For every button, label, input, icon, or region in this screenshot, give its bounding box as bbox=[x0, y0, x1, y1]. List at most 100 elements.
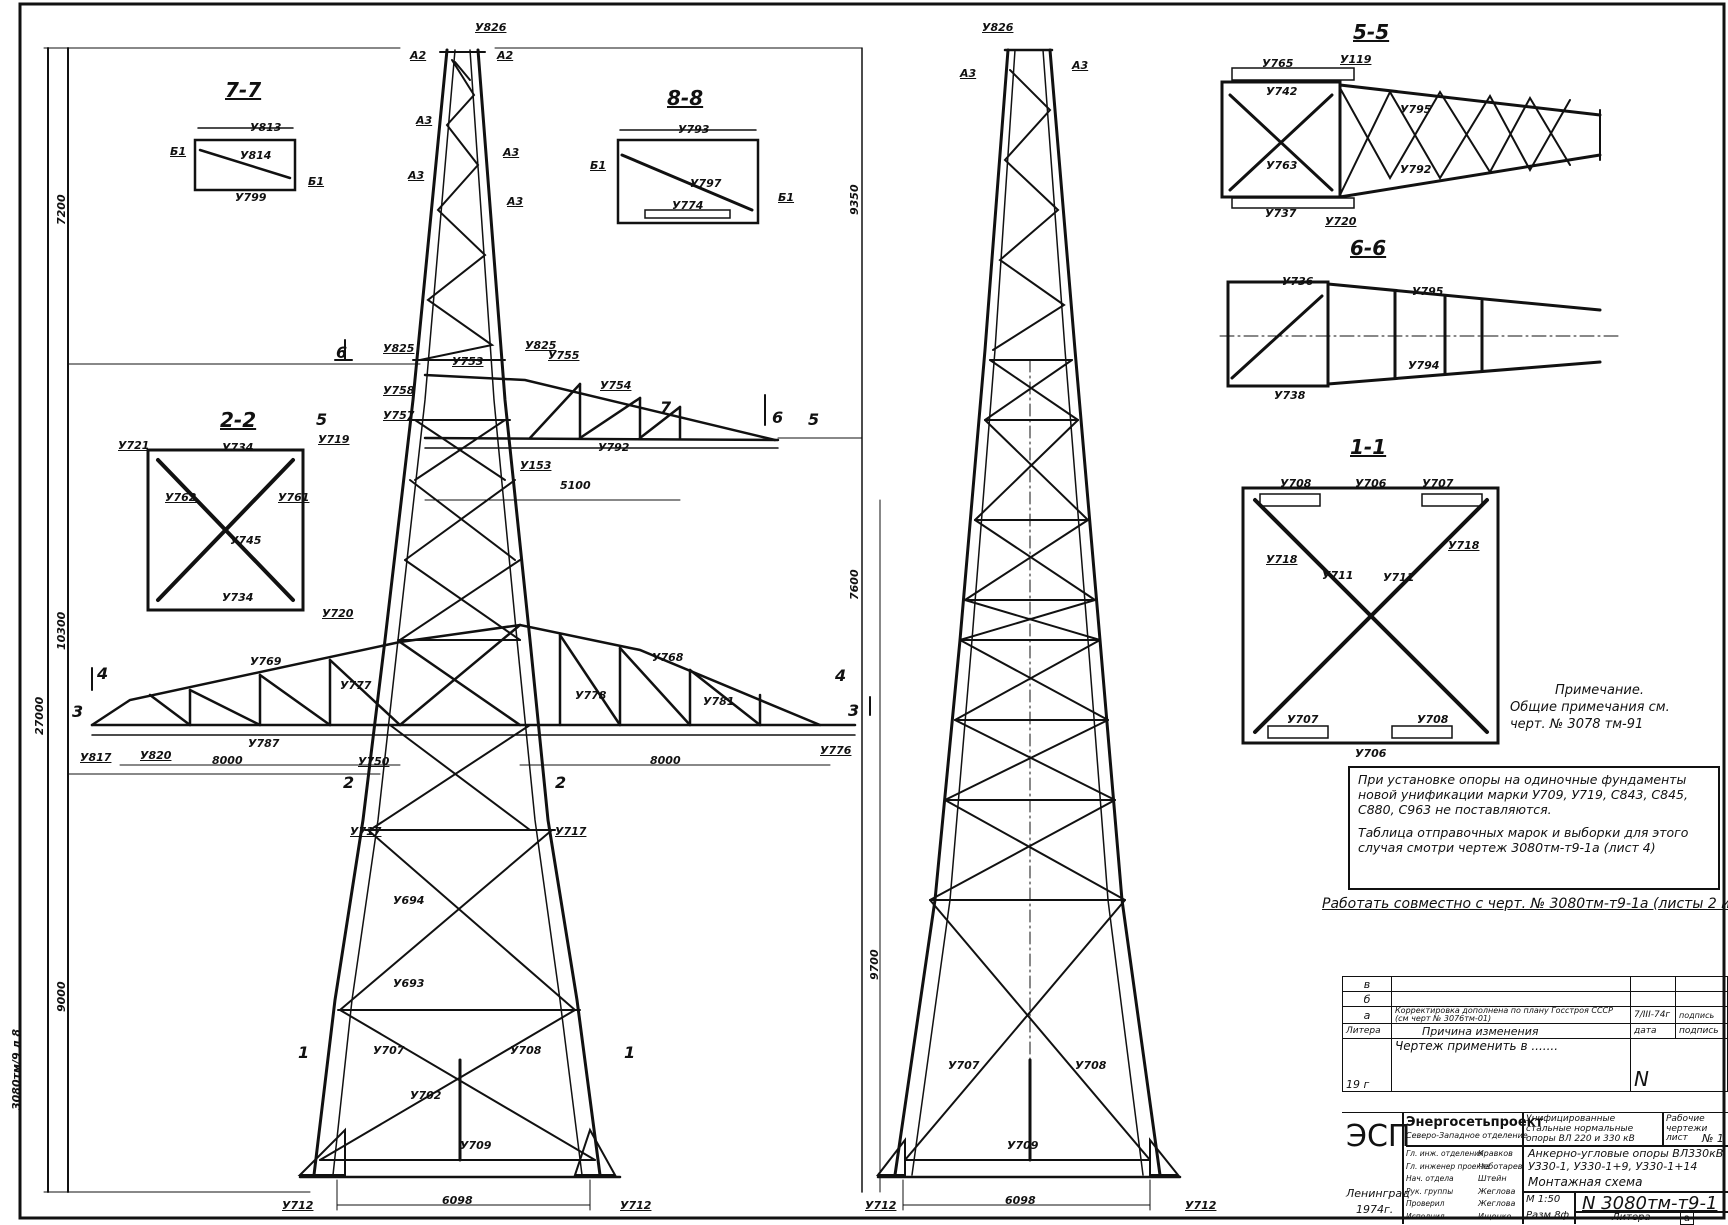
role: Рук. группы bbox=[1406, 1186, 1454, 1196]
rev-letter: б bbox=[1342, 991, 1392, 1007]
rev-date: 7/III-74г bbox=[1630, 1006, 1676, 1024]
name: Чеботарев bbox=[1478, 1161, 1523, 1171]
document-type: Рабочие чертежи bbox=[1666, 1114, 1708, 1134]
side-sheet-code: 3080тм/9 л 8 bbox=[10, 1028, 23, 1110]
cut-mark-7: 7 bbox=[660, 398, 672, 417]
part-label: У734 bbox=[222, 591, 254, 604]
part-label: У799 bbox=[235, 191, 267, 204]
title-block: в б а Корректировка дополнена по плану Г… bbox=[1342, 976, 1728, 1225]
part-label: Б1 bbox=[170, 145, 187, 158]
leg-part: У708 bbox=[1075, 1059, 1107, 1072]
cut-mark-4: 4 bbox=[97, 664, 109, 683]
leg-part: У712 bbox=[620, 1199, 652, 1212]
dim-right-bottom: 9700 bbox=[868, 949, 881, 980]
leg-part: У712 bbox=[282, 1199, 314, 1212]
rev-reason bbox=[1391, 991, 1631, 1007]
dim-right-mid: 7600 bbox=[848, 569, 861, 600]
note-line: черт. № 3078 тм-91 bbox=[1510, 717, 1644, 732]
revision-row: в bbox=[1342, 976, 1728, 992]
leg-part: У707 bbox=[948, 1059, 980, 1072]
leg-part: У717 bbox=[350, 825, 382, 838]
drawing-subtitle: Монтажная схема bbox=[1528, 1175, 1643, 1189]
lower-arm-part: У750 bbox=[358, 755, 390, 768]
part-label: У765 bbox=[1262, 57, 1294, 70]
section-title-8-8: 8-8 bbox=[667, 86, 704, 110]
part-label: У706 bbox=[1355, 477, 1387, 490]
leg-part: У712 bbox=[865, 1199, 897, 1212]
cut-mark-4-right: 4 bbox=[835, 666, 847, 685]
cut-mark-2-right: 2 bbox=[555, 773, 567, 792]
title-main: ЭСП Ленинград 1974г. Энергосетьпроект Се… bbox=[1342, 1112, 1728, 1225]
top-cap-label: У826 bbox=[475, 21, 507, 34]
name: Ищенко bbox=[1478, 1211, 1512, 1221]
a-mark: А3 bbox=[416, 114, 433, 127]
arm-part: У754 bbox=[600, 379, 632, 392]
part-label: Б1 bbox=[778, 191, 795, 204]
lower-arm-part: У777 bbox=[340, 679, 372, 692]
dim-total-height: 27000 bbox=[33, 696, 46, 735]
part-label: У708 bbox=[1417, 713, 1449, 726]
year-field: 19 г bbox=[1342, 1038, 1392, 1092]
installation-note-text: При установке опоры на одиночные фундаме… bbox=[1358, 772, 1688, 817]
cut-mark-2: 2 bbox=[343, 773, 355, 792]
part-label: У707 bbox=[1287, 713, 1319, 726]
leg-part: У717 bbox=[555, 825, 587, 838]
a-mark: А2 bbox=[497, 49, 514, 62]
part-label: У738 bbox=[1274, 389, 1306, 402]
city: Ленинград bbox=[1346, 1187, 1410, 1200]
rev-reason bbox=[1391, 976, 1631, 992]
section-title-1-1: 1-1 bbox=[1350, 435, 1387, 459]
cut-mark-3-right: 3 bbox=[848, 701, 860, 720]
part-label: У708 bbox=[1280, 477, 1312, 490]
dim-base-right: 6098 bbox=[1005, 1194, 1036, 1207]
lower-arm-part: У768 bbox=[652, 651, 684, 664]
part-label: У795 bbox=[1400, 103, 1432, 116]
rev-header-sign: подпись bbox=[1675, 1023, 1728, 1039]
part-label: У795 bbox=[1412, 285, 1444, 298]
part-label: У719 bbox=[318, 433, 350, 446]
litera-value: а bbox=[1680, 1212, 1694, 1225]
organization-sub: Северо-Западное отделение bbox=[1406, 1131, 1528, 1140]
part-label: У711 bbox=[1322, 569, 1354, 582]
cut-mark-3: 3 bbox=[72, 702, 84, 721]
dim-lower-arm-right: 8000 bbox=[650, 754, 681, 767]
leg-part: У708 bbox=[510, 1044, 542, 1057]
part-label: У707 bbox=[1422, 477, 1454, 490]
part-label: Б1 bbox=[308, 175, 325, 188]
rev-date bbox=[1630, 991, 1676, 1007]
cut-mark-5: 5 bbox=[316, 410, 328, 429]
name: Жеглова bbox=[1478, 1199, 1516, 1208]
document-number: N 3080тм-т9-1 bbox=[1582, 1193, 1718, 1214]
part-label: У721 bbox=[118, 439, 150, 452]
dim-upper-arm: 5100 bbox=[560, 479, 591, 492]
role: Гл. инж. отделения bbox=[1406, 1149, 1484, 1158]
year: 1974г. bbox=[1356, 1203, 1394, 1216]
arm-part: У755 bbox=[548, 349, 580, 362]
sheet-number: № 1 bbox=[1702, 1132, 1724, 1145]
installation-note-box: При установке опоры на одиночные фундаме… bbox=[1348, 766, 1720, 890]
part-label: У762 bbox=[165, 491, 197, 504]
lower-arm-part: У769 bbox=[250, 655, 282, 668]
lower-arm-part: У778 bbox=[575, 689, 607, 702]
organization: Энергосетьпроект bbox=[1406, 1115, 1544, 1130]
part-label: Б1 bbox=[590, 159, 607, 172]
name: Штейн bbox=[1478, 1174, 1507, 1183]
part-label: У792 bbox=[1400, 163, 1432, 176]
part-label: У745 bbox=[230, 534, 262, 547]
part-label: У720 bbox=[322, 607, 354, 620]
cut-mark-1-right: 1 bbox=[624, 1043, 636, 1062]
name: Жеглова bbox=[1478, 1186, 1516, 1196]
lower-arm-part: У817 bbox=[80, 751, 112, 764]
rev-letter: а bbox=[1342, 1006, 1392, 1024]
revision-table: в б а Корректировка дополнена по плану Г… bbox=[1342, 976, 1728, 1092]
arm-part: У153 bbox=[520, 459, 552, 472]
table-reference-text: Таблица отправочных марок и выборки для … bbox=[1358, 825, 1689, 855]
lower-arm-part: У787 bbox=[248, 737, 280, 750]
leg-part: У712 bbox=[1185, 1199, 1217, 1212]
part-label: У119 bbox=[1340, 53, 1372, 66]
names-column: Кравков Чеботарев Штейн Жеглова Жеглова … bbox=[1478, 1148, 1523, 1223]
role: Проверил bbox=[1406, 1199, 1445, 1208]
arm-part: У758 bbox=[383, 384, 415, 397]
rev-sign bbox=[1675, 991, 1728, 1007]
